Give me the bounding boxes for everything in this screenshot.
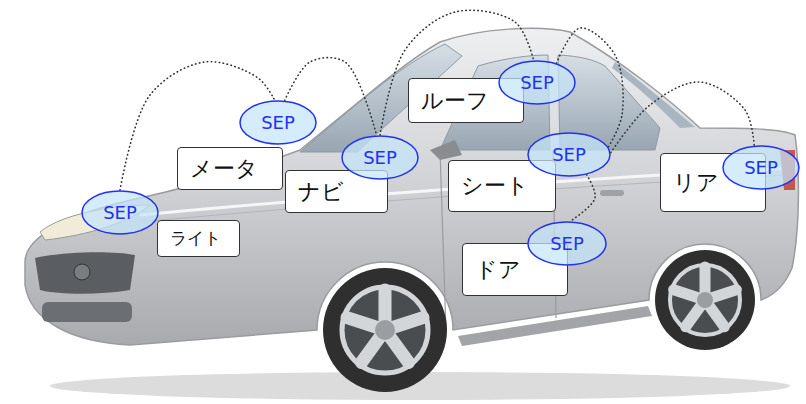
ellipse-shape [528, 133, 610, 176]
rim-ring [342, 287, 428, 373]
rear-wheel [655, 250, 755, 350]
ellipse-shape [240, 101, 316, 144]
front-wheel [323, 268, 447, 392]
sep-label: SEP [552, 144, 586, 165]
rim [341, 286, 429, 374]
sep-ellipse: SEP [239, 100, 317, 145]
spokes [347, 290, 423, 362]
part-label: ルーフ [421, 86, 489, 116]
ellipse-shape [723, 146, 799, 189]
side-mirror [430, 140, 462, 160]
tire [323, 268, 447, 392]
back-glass [612, 62, 695, 128]
sep-label: SEP [744, 157, 778, 178]
rim-ring [670, 265, 740, 335]
spokes [674, 267, 737, 327]
emblem [74, 264, 90, 280]
ellipse-shape [528, 222, 606, 265]
ellipse-shape [82, 191, 158, 234]
sep-ellipse: SEP [498, 60, 576, 105]
dotted-link [570, 175, 595, 221]
sep-label: SEP [520, 72, 554, 93]
grille [35, 252, 135, 294]
part-box: メータ [177, 147, 283, 190]
part-label: リア [673, 168, 719, 198]
sep-ellipse: SEP [527, 221, 607, 266]
dotted-link [611, 82, 754, 153]
part-label: シート [461, 171, 529, 201]
sep-label: SEP [261, 112, 295, 133]
part-box: ライト [157, 220, 240, 257]
sep-label: SEP [103, 202, 137, 223]
rim [669, 264, 741, 336]
ellipse-shape [342, 136, 418, 179]
tire [655, 250, 755, 350]
air-intake [42, 302, 132, 322]
sep-ellipse: SEP [81, 190, 159, 235]
sep-ellipse: SEP [341, 135, 419, 180]
door-handle [600, 190, 624, 196]
hub [375, 320, 395, 340]
part-label: ドア [475, 255, 521, 285]
part-label: ナビ [298, 177, 344, 207]
sep-label: SEP [363, 147, 397, 168]
part-label: ライト [170, 227, 221, 250]
sep-ellipse: SEP [527, 132, 611, 177]
ellipse-shape [499, 61, 575, 104]
sep-label: SEP [550, 233, 584, 254]
part-label: メータ [190, 154, 258, 184]
sep-ellipse: SEP [722, 145, 800, 190]
rocker-panel [458, 306, 652, 346]
hub [697, 292, 713, 308]
